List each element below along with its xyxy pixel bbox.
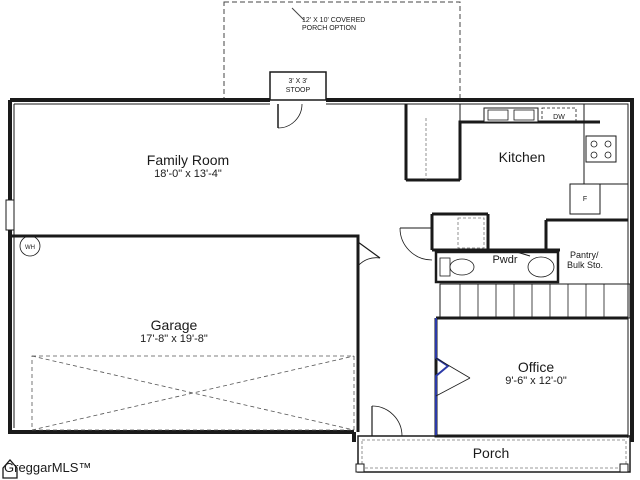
dishwasher-label: DW [553,114,565,121]
room-dims-family-room: 18'-0" x 13'-4" [154,168,222,180]
fridge-label: F [583,196,587,203]
porch-option-line2: PORCH OPTION [302,25,356,32]
stoop-line2: STOOP [286,87,311,94]
office-french-doors [435,318,450,436]
covered-porch-option: 12' X 10' COVERED PORCH OPTION [223,1,461,101]
room-name-office: Office [518,359,555,375]
kitchen: DW F [404,103,629,215]
room-name-family-room: Family Room [147,152,229,168]
watermark-text: GreggarMLS™ [4,460,91,475]
porch-option-line1: 12' X 10' COVERED [302,17,365,24]
stoop: 3' X 3' STOOP [269,71,327,101]
room-dims-office: 9'-6" x 12'-0" [505,375,567,387]
garage: WH [12,234,381,432]
room-name-kitchen: Kitchen [499,149,546,165]
room-name-garage: Garage [151,317,198,333]
pantry-line2: Bulk Sto. [567,260,603,270]
room-dims-garage: 17'-8" x 19'-8" [140,333,208,345]
watermark-logo: GreggarMLS™ [2,459,91,479]
pantry-line1: Pantry/ [570,250,599,260]
entry-door [277,103,303,129]
room-labels: Family Room 18'-0" x 13'-4" Kitchen Gara… [140,149,567,461]
stoop-line1: 3' X 3' [288,78,307,85]
room-name-powder: Pwdr [492,254,517,266]
water-heater-label: WH [25,245,35,251]
house-icon [2,459,18,479]
center-core: Pantry/ Bulk Sto. [399,212,631,319]
front-porch [355,405,631,473]
room-name-porch: Porch [473,445,510,461]
